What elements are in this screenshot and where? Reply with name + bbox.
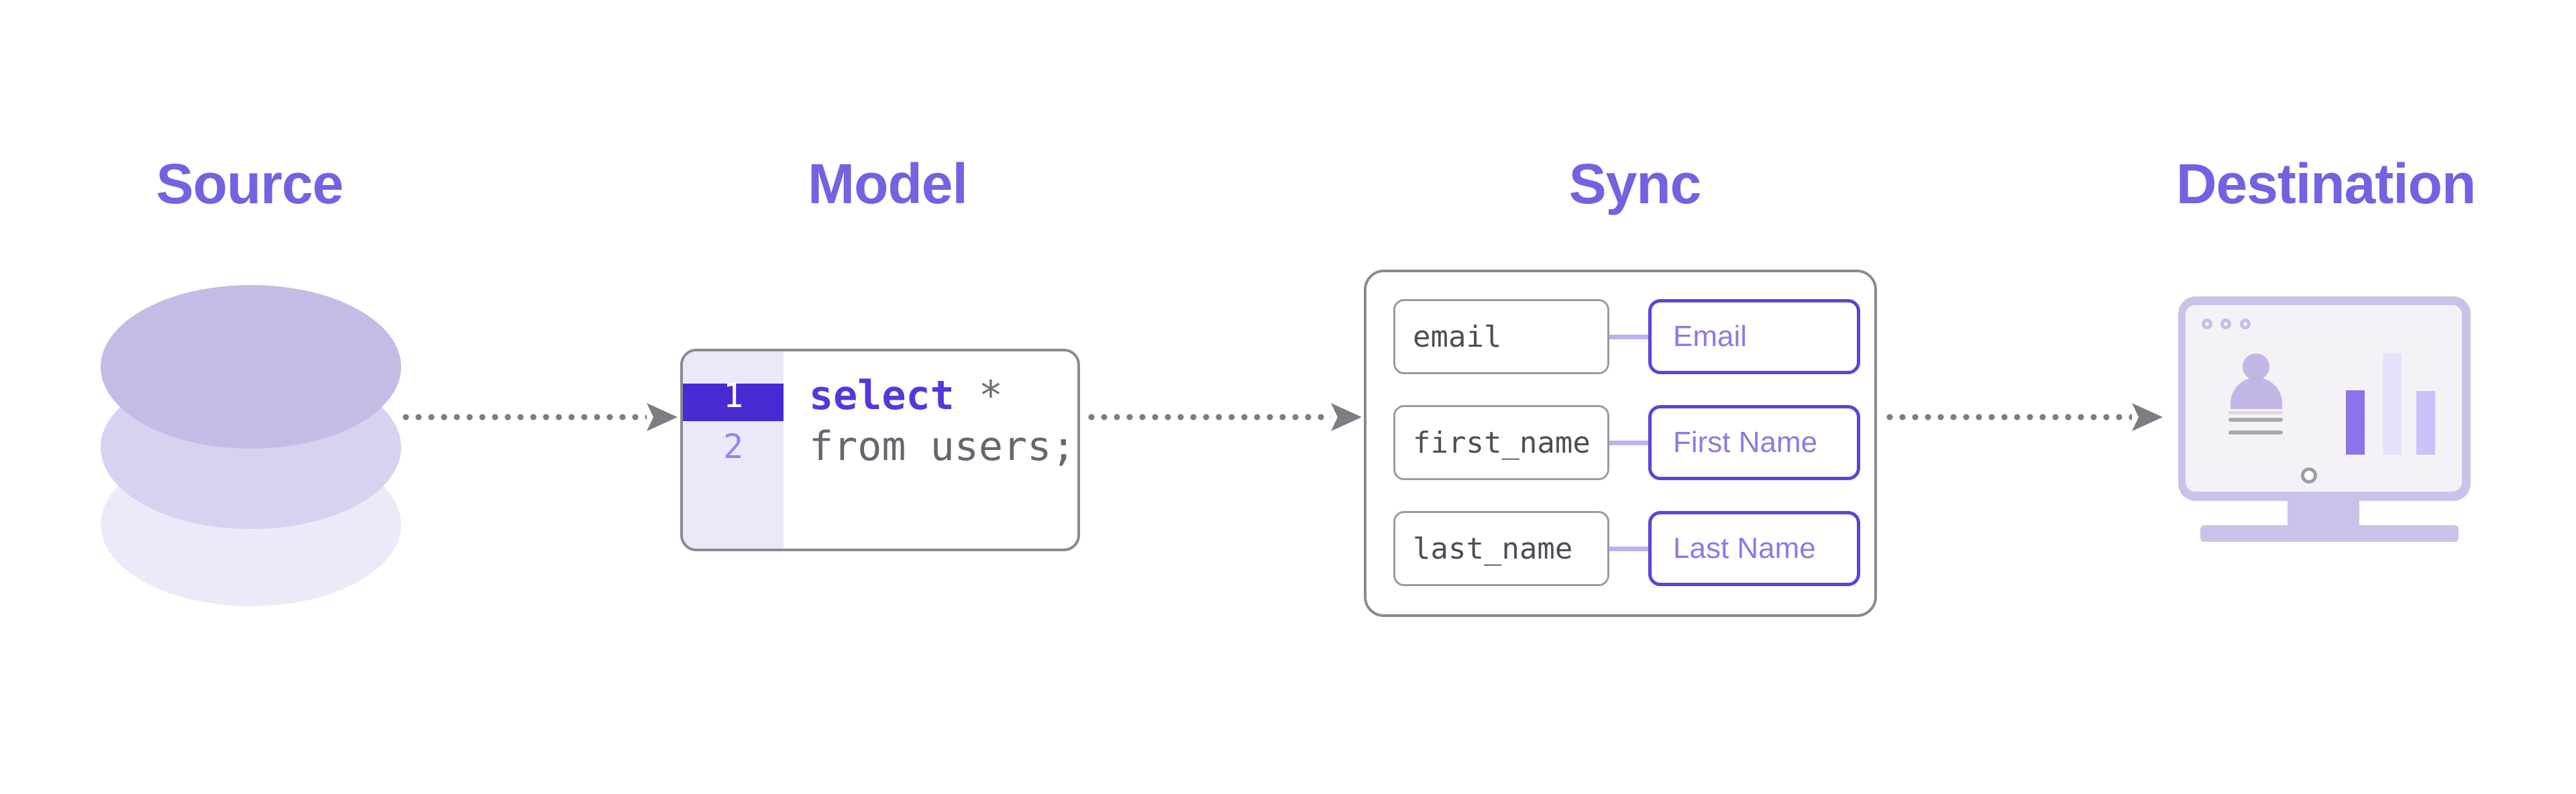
code-line-1: select * [809, 370, 1003, 421]
arrowhead-right-icon [1331, 403, 1362, 431]
source-field: first_name [1393, 405, 1609, 480]
database-stack-icon [101, 285, 401, 608]
monitor-screen [2186, 305, 2462, 492]
text-line-placeholder [2229, 411, 2283, 414]
destination-title: Destination [2176, 152, 2476, 215]
monitor-stand [2288, 501, 2359, 525]
database-disk-top [101, 285, 401, 449]
source-field: email [1393, 299, 1609, 374]
code-line-2: from users; [809, 423, 1076, 470]
text-line-placeholder [2229, 418, 2283, 422]
mapping-connector [1609, 334, 1648, 339]
mapping-connector [1609, 440, 1648, 445]
model-title: Model [808, 152, 968, 215]
text-line-placeholder [2229, 431, 2283, 435]
line-number-2: 2 [722, 427, 744, 466]
user-avatar-icon [2243, 353, 2269, 380]
source-field: last_name [1393, 511, 1609, 586]
destination-field: Last Name [1648, 511, 1860, 586]
field-mapping-box: email Email first_name First Name last_n… [1364, 270, 1877, 617]
analytics-monitor-icon [2178, 296, 2471, 542]
mapping-row-first-name: first_name First Name [1393, 405, 1860, 480]
destination-field: Email [1648, 299, 1860, 374]
arrow-sync-to-destination [1886, 402, 2163, 432]
arrowhead-right-icon [647, 403, 678, 431]
monitor-button [2301, 467, 2317, 484]
sql-line1-rest: * [954, 372, 1003, 419]
bar-chart-bar [2416, 391, 2435, 455]
arrow-model-to-sync [1088, 402, 1362, 432]
window-dot-icon [2240, 319, 2251, 329]
dotted-line [1886, 414, 2132, 420]
sql-model-box: 1 2 select * from users; [680, 349, 1080, 551]
dotted-line [402, 414, 647, 420]
window-dot-icon [2202, 319, 2212, 329]
sync-title: Sync [1568, 152, 1702, 215]
source-title: Source [156, 152, 344, 215]
bar-chart-bar [2383, 353, 2402, 455]
monitor-base [2200, 525, 2459, 542]
dotted-line [1088, 414, 1331, 420]
sql-keyword: select [809, 372, 955, 419]
mapping-connector [1609, 546, 1648, 551]
arrow-source-to-model [402, 402, 678, 432]
arrowhead-right-icon [2132, 403, 2163, 431]
active-line-highlight [683, 384, 784, 421]
mapping-row-last-name: last_name Last Name [1393, 511, 1860, 586]
line-number-1: 1 [722, 376, 744, 415]
user-avatar-shoulders [2231, 378, 2282, 409]
mapping-row-email: email Email [1393, 299, 1860, 374]
bar-chart-bar [2346, 390, 2365, 455]
destination-field: First Name [1648, 405, 1860, 480]
window-dot-icon [2220, 319, 2231, 329]
